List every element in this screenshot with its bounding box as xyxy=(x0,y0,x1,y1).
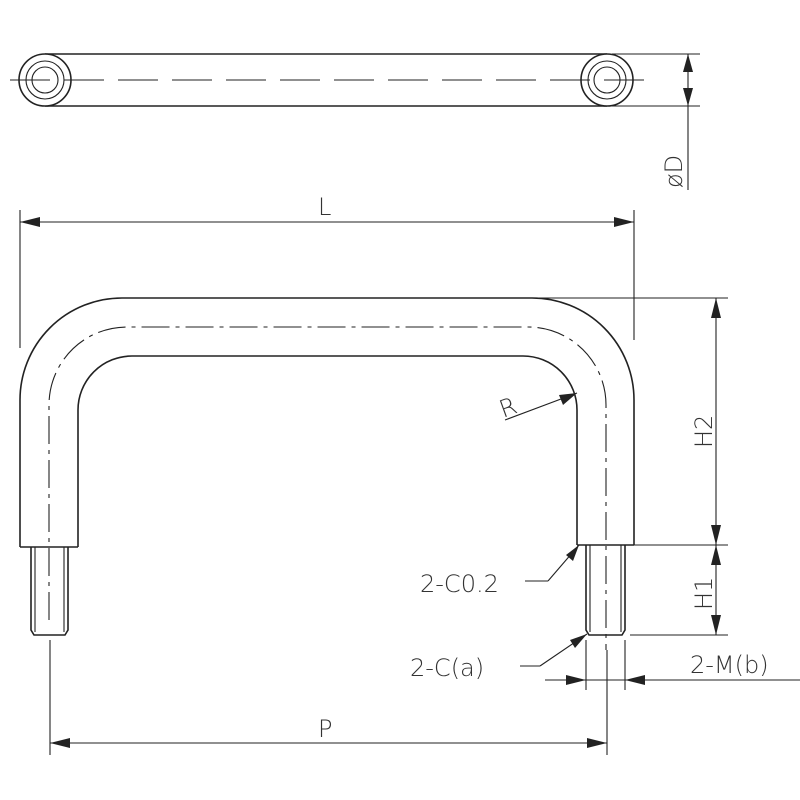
height1-label: H1 xyxy=(690,577,718,610)
length-label: L xyxy=(318,193,331,221)
thread-label: 2-M(b) xyxy=(690,651,769,679)
handle-front-view xyxy=(19,297,635,650)
height2-label: H2 xyxy=(690,415,718,448)
pitch-label: P xyxy=(318,715,332,743)
diameter-label: øD xyxy=(660,155,688,188)
top-view xyxy=(10,53,700,190)
chamfer-thread-label: 2-C(a) xyxy=(410,654,484,682)
chamfer-top-label: 2-C0.2 xyxy=(420,570,499,598)
radius-label: R xyxy=(495,392,520,424)
